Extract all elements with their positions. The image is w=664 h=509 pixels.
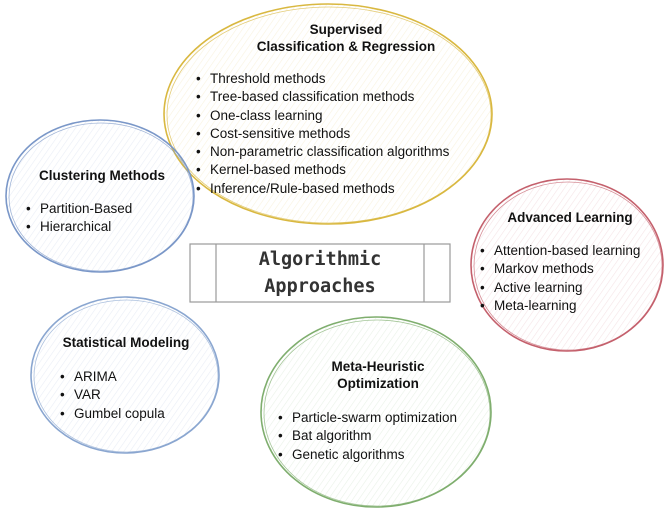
bullet-icon: • (196, 180, 201, 196)
list-item-text: Cost-sensitive methods (210, 125, 351, 141)
list-item: • Active learning (480, 279, 662, 297)
bullet-icon: • (196, 162, 201, 178)
bullet-icon: • (60, 387, 65, 403)
bullet-icon: • (480, 261, 485, 277)
list-item: • Threshold methods (196, 70, 496, 88)
bullet-icon: • (26, 219, 31, 235)
center-title: Algorithmic Approaches (216, 246, 424, 300)
list-item-text: Kernel-based methods (210, 162, 346, 178)
list-item: • Gumbel copula (60, 405, 212, 423)
metaheuristic-title: Meta-Heuristic Optimization (276, 358, 480, 392)
list-item: • Bat algorithm (278, 427, 480, 445)
list-item-text: ARIMA (74, 369, 117, 384)
statistical-list: • ARIMA • VAR • Gumbel copula (60, 368, 212, 423)
bullet-icon: • (196, 125, 201, 141)
list-item: • Inference/Rule-based methods (196, 180, 496, 198)
center-title-line1: Algorithmic (258, 249, 382, 270)
list-item-text: VAR (74, 387, 101, 403)
clustering-ellipse (5, 119, 195, 273)
list-item: • Partition-Based (26, 200, 190, 218)
bullet-icon: • (278, 428, 283, 444)
clustering-group: Clustering Methods • Partition-Based • Hie… (14, 167, 190, 237)
list-item-text: Bat algorithm (292, 428, 372, 444)
bullet-icon: • (196, 144, 201, 160)
advanced-ellipse (470, 178, 664, 352)
list-item-text: Gumbel copula (74, 405, 165, 421)
list-item: • Kernel-based methods (196, 161, 496, 179)
supervised-group: Supervised Classification & Regression •… (196, 21, 496, 198)
list-item-text: Inference/Rule-based methods (210, 180, 395, 196)
list-item: • Cost-sensitive methods (196, 125, 496, 143)
statistical-title: Statistical Modeling (62, 335, 190, 350)
list-item-text: Partition-Based (40, 201, 133, 216)
bullet-icon: • (60, 405, 65, 421)
metaheuristic-list: • Particle-swarm optimization • Bat algori… (278, 409, 480, 464)
list-item-text: Markov methods (494, 261, 594, 277)
statistical-ellipse (30, 296, 220, 454)
list-item-text: Meta-learning (494, 297, 577, 313)
list-item-text: Active learning (494, 279, 583, 295)
metaheuristic-ellipse (260, 316, 492, 508)
list-item-text: Hierarchical (40, 219, 112, 235)
bullet-icon: • (278, 446, 283, 462)
bullet-icon: • (196, 89, 201, 105)
list-item-text: Particle-swarm optimization (292, 410, 458, 425)
bullet-icon: • (480, 297, 485, 313)
advanced-list: • Attention-based learning • Markov method… (480, 242, 662, 315)
bullet-icon: • (480, 243, 485, 258)
list-item: • Non-parametric classification algorithm… (196, 143, 496, 161)
statistical-group: Statistical Modeling • ARIMA • VAR • Gumbel… (40, 334, 212, 423)
list-item: • ARIMA (60, 368, 212, 386)
list-item: • VAR (60, 386, 212, 404)
list-item: • Particle-swarm optimization (278, 409, 480, 427)
list-item: • Hierarchical (26, 218, 190, 236)
list-item-text: Genetic algorithms (292, 446, 405, 462)
advanced-group: Advanced Learning • Attention-based learn… (478, 209, 662, 315)
metaheuristic-title-line2: Optimization (337, 376, 419, 391)
metaheuristic-group: Meta-Heuristic Optimization • Particle-sw… (276, 358, 480, 464)
list-item: • Tree-based classification methods (196, 88, 496, 106)
bullet-icon: • (480, 279, 485, 295)
supervised-title-line1: Supervised (309, 22, 383, 37)
list-item-text: Tree-based classification methods (210, 89, 415, 105)
list-item-text: Non-parametric classification algorithms (210, 144, 450, 160)
list-item-text: Attention-based learning (494, 243, 641, 258)
metaheuristic-title-line1: Meta-Heuristic (331, 359, 425, 374)
list-item-text: One-class learning (210, 107, 323, 123)
advanced-title: Advanced Learning (507, 210, 633, 225)
clustering-title: Clustering Methods (38, 168, 165, 183)
bullet-icon: • (196, 107, 201, 123)
bullet-icon: • (278, 410, 283, 425)
list-item-text: Threshold methods (210, 71, 326, 86)
supervised-ellipse (163, 3, 493, 225)
center-box (189, 243, 451, 303)
list-item: • Attention-based learning (480, 242, 662, 260)
bullet-icon: • (26, 201, 31, 216)
bullet-icon: • (196, 71, 201, 86)
supervised-title-line2: Classification & Regression (256, 39, 436, 54)
list-item: • Genetic algorithms (278, 446, 480, 464)
list-item: • One-class learning (196, 107, 496, 125)
list-item: • Markov methods (480, 260, 662, 278)
bullet-icon: • (60, 369, 65, 384)
supervised-title: Supervised Classification & Regression (196, 21, 496, 55)
center-title-line2: Approaches (264, 276, 376, 297)
clustering-list: • Partition-Based • Hierarchical (26, 200, 190, 237)
supervised-list: • Threshold methods • Tree-based classific… (196, 70, 496, 198)
list-item: • Meta-learning (480, 297, 662, 315)
